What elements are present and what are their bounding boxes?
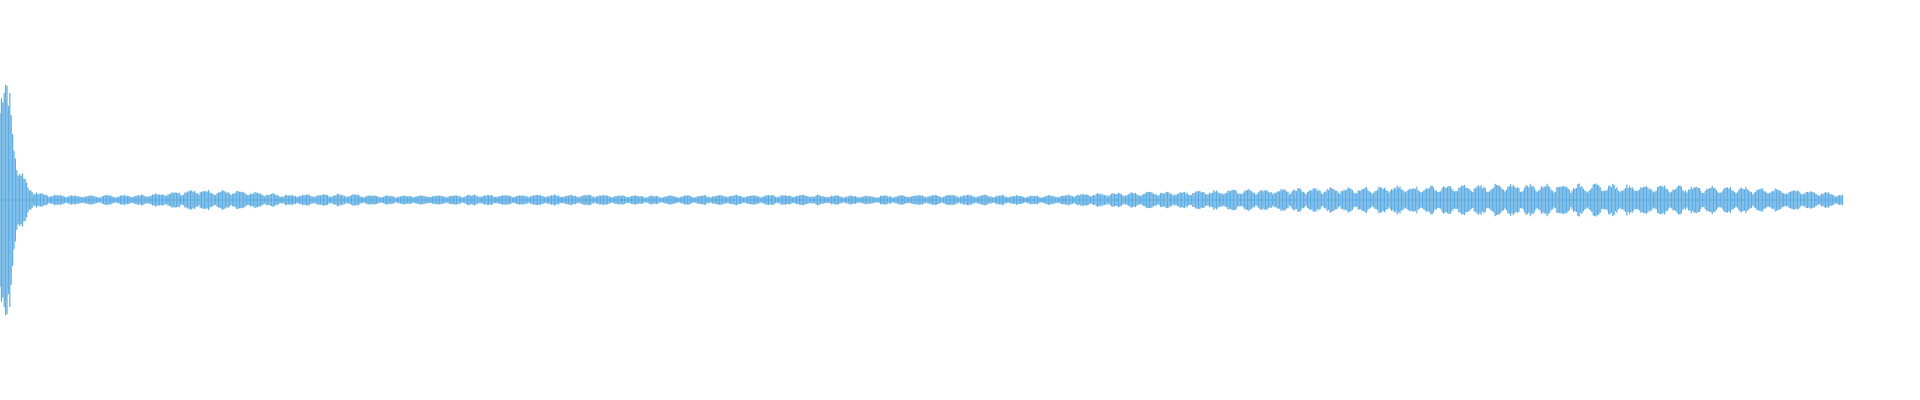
waveform-series bbox=[0, 84, 1844, 316]
